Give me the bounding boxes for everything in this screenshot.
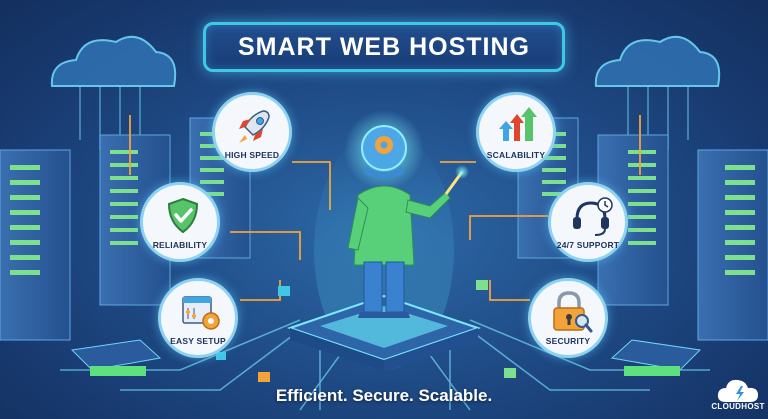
cloud-right-icon xyxy=(594,35,721,87)
feature-label: SCALABILITY xyxy=(486,150,546,160)
rocket-icon xyxy=(239,110,270,143)
feature-support: 24/7 SUPPORT xyxy=(548,182,628,262)
feature-label: 24/7 SUPPORT xyxy=(556,240,620,250)
feature-label: EASY SETUP xyxy=(170,336,226,346)
feature-label: RELIABILITY xyxy=(152,240,208,250)
feature-scalability: SCALABILITY xyxy=(476,92,556,172)
settings-window-icon xyxy=(182,296,220,330)
engineer-figure xyxy=(344,110,469,318)
page-title: SMART WEB HOSTING xyxy=(238,32,530,61)
floor-server-right xyxy=(610,339,702,376)
feature-high-speed: HIGH SPEED xyxy=(212,92,292,172)
growth-arrows-icon xyxy=(499,107,537,141)
feature-reliability: RELIABILITY xyxy=(140,182,220,262)
cloud-lightning-icon xyxy=(717,379,758,402)
feature-security: SECURITY xyxy=(528,278,608,358)
headset-clock-icon xyxy=(573,197,613,236)
feature-label: SECURITY xyxy=(545,336,591,346)
feature-easy-setup: EASY SETUP xyxy=(158,278,238,358)
data-cubes xyxy=(216,280,516,382)
logo-text: CLOUDHOST xyxy=(711,402,765,411)
title-banner: SMART WEB HOSTING xyxy=(203,22,565,72)
floor-server-left xyxy=(70,339,162,376)
padlock-magnifier-icon xyxy=(553,291,593,333)
tagline: Efficient. Secure. Scalable. xyxy=(275,386,493,405)
brand-logo: CLOUDHOST xyxy=(711,378,764,414)
cloud-left-icon xyxy=(50,35,177,87)
shield-check-icon xyxy=(167,197,199,234)
feature-label: HIGH SPEED xyxy=(224,150,280,160)
